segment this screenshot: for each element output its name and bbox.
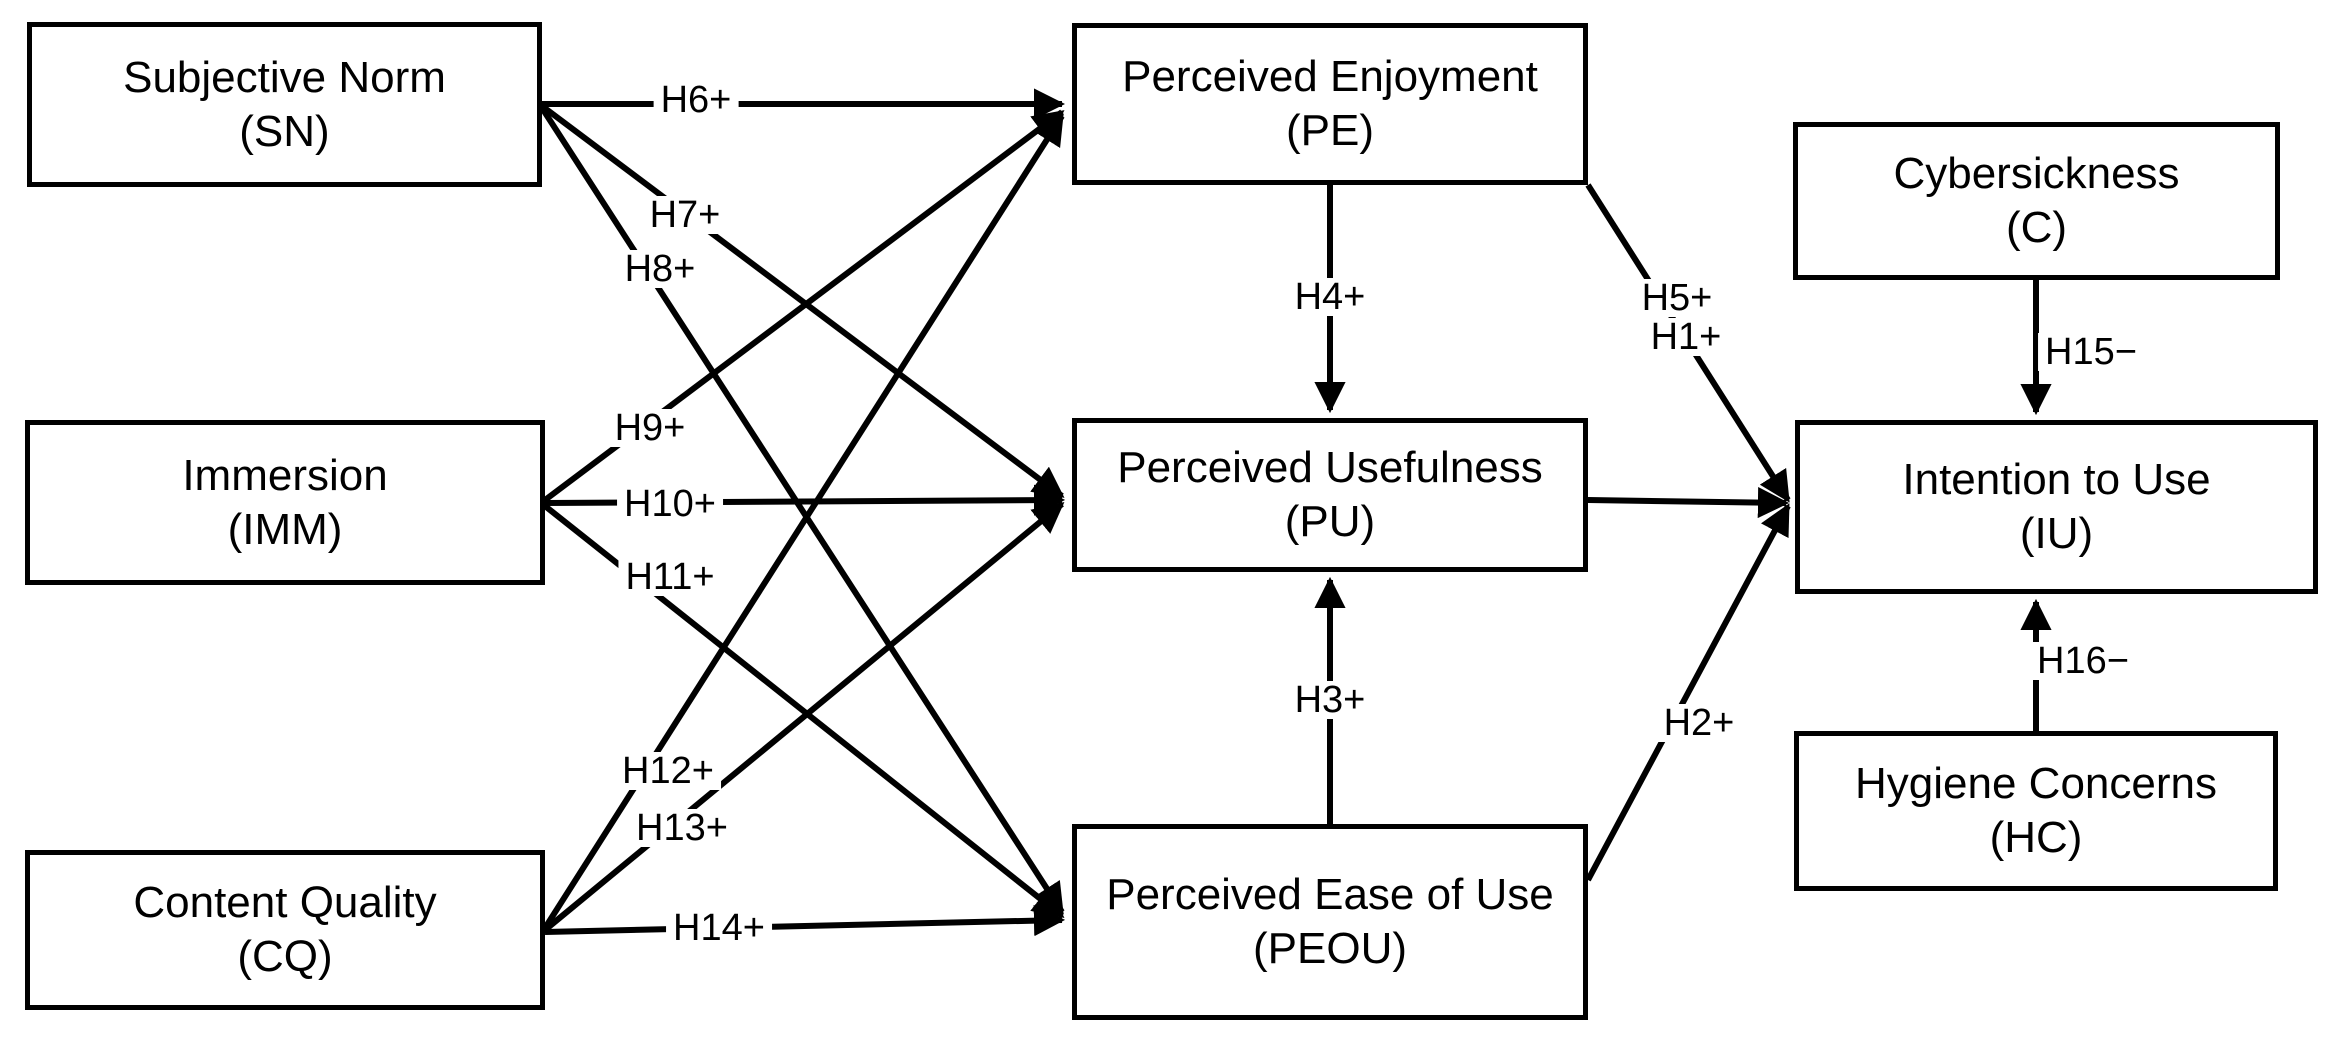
node-title: Cybersickness [1893,149,2180,199]
node-cq[interactable]: Content Quality(CQ) [25,850,545,1010]
node-pu[interactable]: Perceived Usefulness(PU) [1072,418,1588,572]
node-title: Perceived Usefulness [1117,443,1543,493]
edge-h2 [1585,503,1791,882]
node-title: Perceived Enjoyment [1122,52,1538,102]
node-c[interactable]: Cybersickness(C) [1793,122,2280,280]
edge-h7 [540,103,1065,499]
node-sn[interactable]: Subjective Norm(SN) [27,22,542,187]
edge-label-h7: H7+ [642,196,728,234]
node-abbreviation: (PU) [1284,497,1376,546]
edge-h12 [542,113,1065,930]
edge-h8 [539,106,1065,915]
edge-label-h13: H13+ [629,809,735,847]
edge-h14 [544,905,1066,937]
node-abbreviation: (CQ) [237,932,333,981]
edge-label-h8: H8+ [617,250,703,288]
node-title: Immersion [182,450,388,500]
edge-h13 [543,501,1065,933]
node-iu[interactable]: Intention to Use(IU) [1795,420,2318,594]
edge-label-h9: H9+ [607,409,693,447]
node-abbreviation: (IU) [2019,509,2094,558]
node-title: Intention to Use [1902,455,2211,505]
edge-label-h3: H3+ [1287,681,1373,719]
edge-label-h5: H5+ [1634,279,1720,317]
edge-label-h1: H1+ [1643,318,1729,356]
edge-label-h6: H6+ [653,81,739,119]
node-title: Hygiene Concerns [1855,759,2217,809]
node-hc[interactable]: Hygiene Concerns(HC) [1794,731,2278,891]
node-abbreviation: (SN) [239,106,330,156]
edge-h1 [1587,486,1790,519]
node-abbreviation: (IMM) [227,504,343,554]
node-abbreviation: (PEOU) [1253,924,1407,973]
edge-label-h10: H10+ [617,485,723,523]
node-peou[interactable]: Perceived Ease of Use(PEOU) [1072,824,1588,1020]
edge-label-h14: H14+ [666,909,772,947]
edge-label-h4: H4+ [1287,278,1373,316]
node-imm[interactable]: Immersion(IMM) [25,420,545,585]
node-title: Perceived Ease of Use [1106,870,1554,920]
node-abbreviation: (PE) [1286,106,1374,155]
node-title: Content Quality [133,878,437,928]
edge-label-h15: H15− [2038,333,2144,371]
node-abbreviation: (HC) [1989,813,2083,862]
edge-label-h2: H2+ [1656,704,1742,742]
node-pe[interactable]: Perceived Enjoyment(PE) [1072,23,1588,185]
edge-label-h12: H12+ [615,752,721,790]
node-title: Subjective Norm [123,52,446,102]
edge-label-h11: H11+ [618,558,722,596]
edge-label-h16: H16− [2030,642,2136,680]
node-abbreviation: (C) [2005,203,2068,252]
